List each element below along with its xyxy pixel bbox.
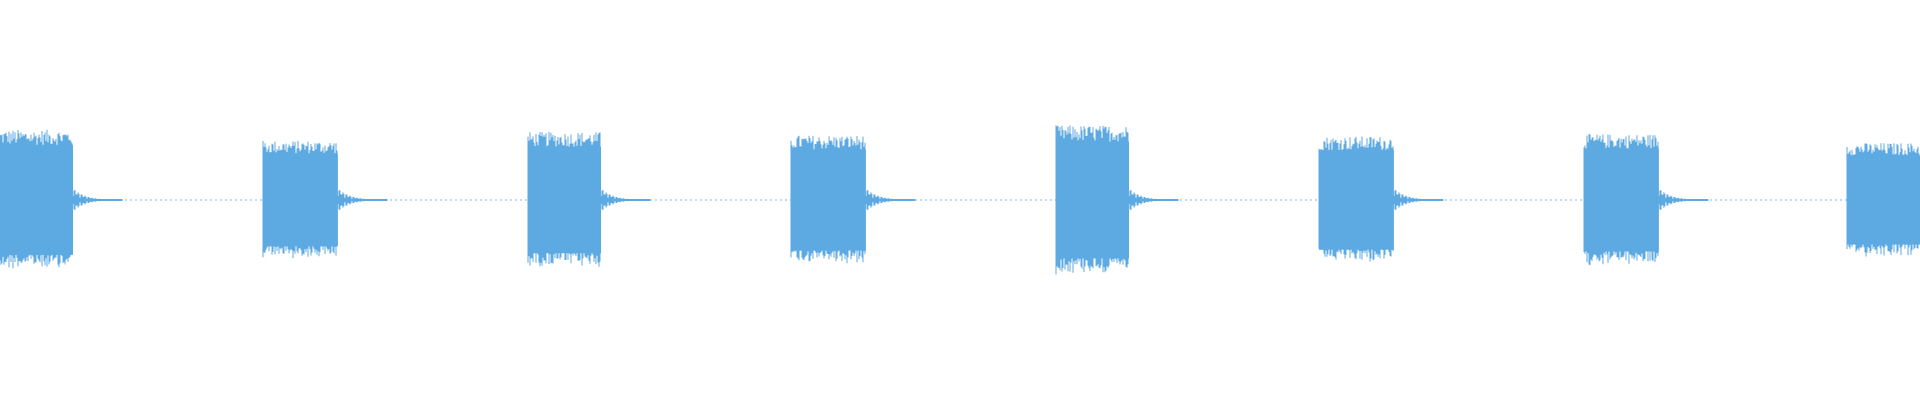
- waveform-bursts: [0, 125, 1920, 275]
- waveform-burst-spikes: [1846, 143, 1920, 257]
- waveform-burst-2: [262, 140, 388, 259]
- waveform-burst-8: [1846, 143, 1920, 257]
- waveform-burst-tail: [600, 190, 651, 210]
- waveform-burst-tail: [1128, 190, 1179, 210]
- waveform-burst-tail: [1393, 190, 1444, 210]
- waveform-burst-3: [527, 131, 651, 267]
- waveform-burst-6: [1318, 136, 1444, 262]
- waveform-burst-tail: [1658, 190, 1709, 210]
- waveform-burst-spikes: [1318, 136, 1394, 262]
- waveform-burst-spikes: [1055, 125, 1129, 275]
- waveform-burst-tail: [865, 190, 916, 210]
- waveform-burst-tail: [72, 190, 123, 210]
- waveform-burst-spikes: [1583, 134, 1659, 266]
- waveform-burst-4: [790, 135, 916, 264]
- waveform-burst-7: [1583, 134, 1709, 266]
- waveform-burst-5: [1055, 125, 1179, 275]
- waveform-burst-spikes: [262, 140, 338, 259]
- waveform-burst-spikes: [790, 135, 866, 264]
- waveform-burst-tail: [337, 190, 388, 210]
- waveform-burst-1: [0, 129, 123, 269]
- waveform-burst-spikes: [527, 131, 601, 267]
- waveform-burst-spikes: [0, 129, 73, 269]
